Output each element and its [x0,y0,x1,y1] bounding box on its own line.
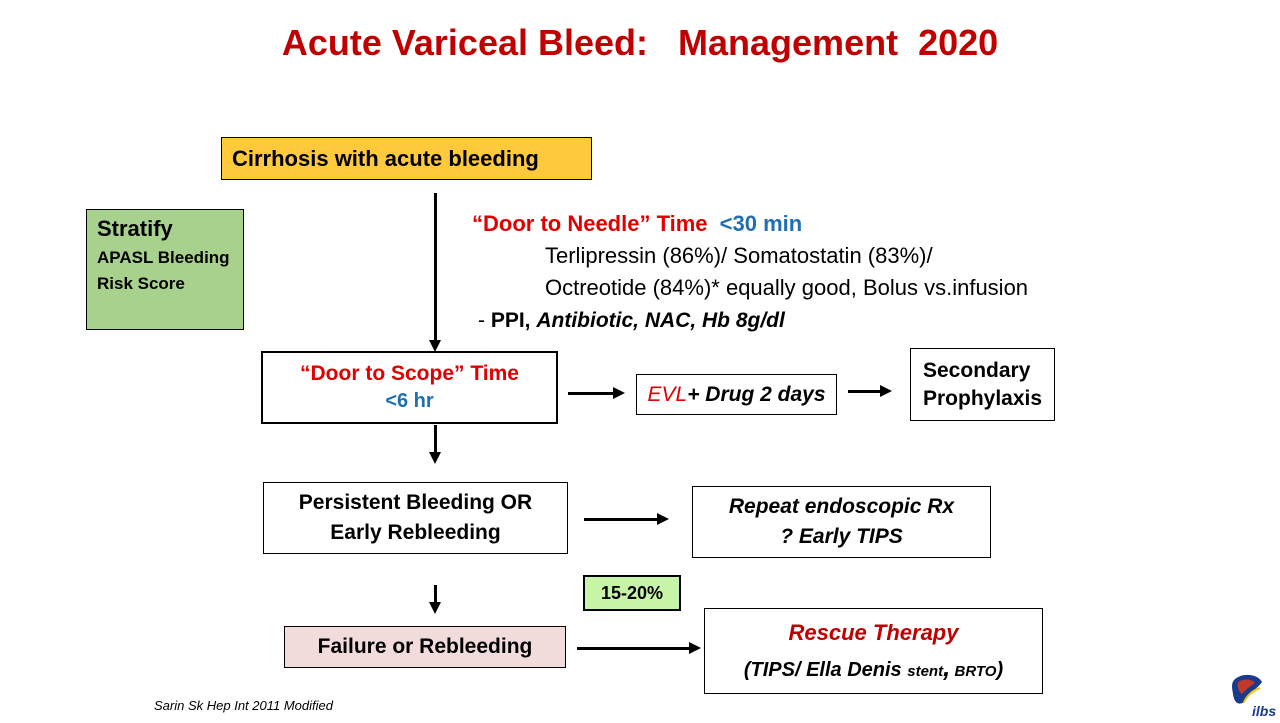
failure-label: Failure or Rebleeding [317,635,533,658]
rescue-therapy-box: Rescue Therapy (TIPS/ Ella Denis stent, … [704,608,1043,694]
rescue-brto: BRTO [950,662,997,680]
adjunct-therapy-line: - PPI, Antibiotic, NAC, Hb 8g/dl [478,309,785,333]
rescue-options: (TIPS/ Ella Denis stent, BRTO) [744,652,1003,683]
scope-to-persistent-arrow-line [434,425,437,453]
rescue-open: (TIPS/ Ella Denis [743,658,908,681]
evl-to-secondary-arrow-line [848,390,881,393]
scope-to-persistent-arrow-head [429,452,441,464]
adjunct-prefix: - [478,309,491,332]
main-down-arrow-line [434,193,437,341]
drugs-line-1: Terlipressin (86%)/ Somatostatin (83%)/ [545,243,933,268]
adjunct-ppi: PPI, [490,309,537,332]
citation-text: Sarin Sk Hep Int 2011 Modified [154,698,333,713]
failure-to-rescue-arrow-head [689,642,701,654]
persistent-bleeding-box: Persistent Bleeding OR Early Rebleeding [263,482,568,554]
evl-rest-label: + Drug 2 days [687,382,826,406]
secondary-line-1: Secondary [923,358,1031,382]
door-to-needle-label: “Door to Needle” Time [472,211,708,236]
stratify-line-1: APASL Bleeding [97,248,230,267]
liver-logo-icon: ilbs [1228,672,1278,719]
logo-label: ilbs [1252,703,1276,718]
door-to-needle-target: <30 min [719,211,803,236]
repeat-line-2: ? Early TIPS [780,525,903,548]
secondary-line-2: Prophylaxis [923,386,1043,410]
scope-to-evl-arrow-head [613,387,625,399]
door-to-scope-target: <6 hr [385,390,434,412]
evl-drug-box: EVL+ Drug 2 days [636,374,837,415]
percent-badge: 15-20% [583,575,681,611]
rescue-heading: Rescue Therapy [788,619,959,645]
evl-to-secondary-arrow-head [880,385,892,397]
stratify-heading: Stratify [97,216,173,241]
door-to-scope-box: “Door to Scope” Time <6 hr [261,351,558,424]
main-down-arrow-head [429,340,441,352]
adjunct-rest: Antibiotic, NAC, Hb 8g/dl [536,309,785,332]
stratify-box: Stratify APASL Bleeding Risk Score [86,209,244,330]
repeat-endoscopic-box: Repeat endoscopic Rx ? Early TIPS [692,486,991,558]
percent-badge-label: 15-20% [600,582,664,603]
rescue-comma: , [943,651,951,682]
failure-rebleeding-box: Failure or Rebleeding [284,626,566,668]
secondary-prophylaxis-box: Secondary Prophylaxis [910,348,1055,421]
persistent-to-repeat-arrow-line [584,518,657,521]
drugs-line-2: Octreotide (84%)* equally good, Bolus vs… [545,275,1029,300]
rescue-close: ) [996,658,1004,681]
evl-label: EVL [647,382,688,406]
persistent-to-failure-arrow-head [429,602,441,614]
persistent-line-2: Early Rebleeding [330,521,501,544]
cirrhosis-label: Cirrhosis with acute bleeding [232,145,539,171]
repeat-line-1: Repeat endoscopic Rx [728,495,955,518]
persistent-to-failure-arrow-line [434,585,437,603]
scope-to-evl-arrow-line [568,392,613,395]
door-to-scope-label: “Door to Scope” Time [300,362,519,385]
page-title: Acute Variceal Bleed: Management 2020 [281,22,999,63]
cirrhosis-acute-bleeding-box: Cirrhosis with acute bleeding [221,137,592,180]
rescue-stent: stent [907,662,944,680]
failure-to-rescue-arrow-line [577,647,690,650]
persistent-to-repeat-arrow-head [657,513,669,525]
stratify-line-2: Risk Score [97,274,185,293]
persistent-line-1: Persistent Bleeding OR [298,491,533,514]
door-to-needle-block: “Door to Needle” Time <30 min [472,211,802,237]
